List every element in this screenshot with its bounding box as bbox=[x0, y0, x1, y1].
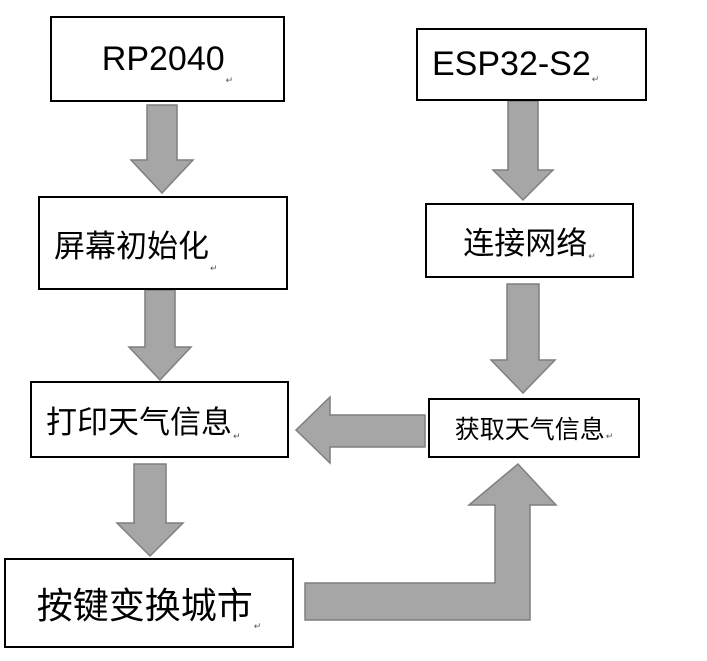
paragraph-mark: ↵ bbox=[591, 74, 600, 84]
paragraph-mark: ↵ bbox=[605, 432, 614, 442]
arrow-esp32-to-connect bbox=[491, 100, 555, 202]
node-print-label: 打印天气信息 bbox=[46, 405, 232, 441]
paragraph-mark: ↵ bbox=[588, 252, 596, 262]
node-connect: 连接网络↵ bbox=[425, 203, 634, 278]
arrow-key-to-fetch bbox=[304, 462, 558, 621]
node-key: 按键变换城市↵ bbox=[4, 558, 294, 648]
node-screen-init-label: 屏幕初始化 bbox=[54, 228, 209, 265]
node-screen-init: 屏幕初始化↵ bbox=[38, 196, 288, 290]
arrow-screen-init-to-print bbox=[127, 289, 193, 382]
paragraph-mark: ↵ bbox=[233, 432, 241, 442]
arrow-rp2040-to-screen-init bbox=[129, 104, 195, 195]
node-fetch-label: 获取天气信息 bbox=[454, 415, 605, 444]
paragraph-mark: ↵ bbox=[253, 622, 262, 632]
node-fetch: 获取天气信息↵ bbox=[428, 398, 640, 458]
node-rp2040-label: RP2040 bbox=[101, 39, 225, 78]
arrow-connect-to-fetch bbox=[489, 283, 557, 395]
node-esp32-label: ESP32-S2 bbox=[432, 45, 591, 83]
node-print: 打印天气信息↵ bbox=[30, 381, 289, 458]
paragraph-mark: ↵ bbox=[210, 264, 218, 274]
arrow-print-to-key bbox=[115, 463, 185, 558]
paragraph-mark: ↵ bbox=[225, 75, 234, 85]
node-rp2040: RP2040↵ bbox=[50, 16, 285, 102]
node-key-label: 按键变换城市 bbox=[36, 586, 253, 627]
node-esp32: ESP32-S2↵ bbox=[416, 28, 647, 101]
node-connect-label: 连接网络 bbox=[463, 226, 588, 262]
arrow-fetch-to-print bbox=[294, 395, 426, 465]
